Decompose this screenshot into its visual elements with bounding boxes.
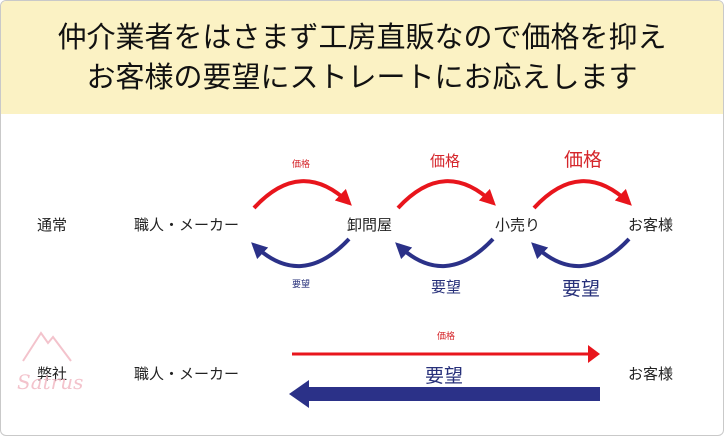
price-arrow-3 (532, 179, 632, 210)
direct-price-label: 価格 (437, 330, 455, 342)
price-label-1: 価格 (292, 158, 310, 170)
row-label-normal: 通常 (37, 216, 68, 234)
logo-mountain-icon (22, 331, 72, 362)
row-label-ours: 弊社 (37, 365, 68, 383)
price-label-2: 価格 (430, 152, 460, 170)
direct-request-arrow (307, 387, 600, 401)
direct-request-label: 要望 (425, 365, 463, 387)
request-arrow-3 (531, 237, 631, 268)
node-wholesaler: 卸問屋 (347, 216, 393, 234)
direct-price-arrowhead (588, 345, 600, 363)
node-customer-direct: お客様 (628, 365, 674, 383)
headline-line-2: お客様の要望にストレートにお応えします (86, 60, 638, 94)
node-maker-direct: 職人・メーカー (134, 365, 240, 383)
price-arrow-1 (252, 179, 352, 210)
request-label-1: 要望 (292, 278, 310, 290)
request-label-3: 要望 (562, 278, 600, 300)
node-customer: お客様 (628, 216, 674, 234)
header-banner: 仲介業者をはさまず工房直販なので価格を抑え お客様の要望にストレートにお応えしま… (1, 1, 723, 114)
headline-line-1: 仲介業者をはさまず工房直販なので価格を抑え (57, 20, 667, 54)
node-maker: 職人・メーカー (134, 216, 240, 234)
logo-text: Satrus (17, 370, 83, 394)
price-label-3: 価格 (564, 149, 602, 171)
satrus-logo: Satrus (17, 331, 83, 394)
direct-request-arrowhead (289, 380, 309, 408)
request-label-2: 要望 (431, 278, 461, 296)
request-arrow-1 (251, 237, 351, 268)
node-retailer: 小売り (495, 216, 541, 234)
price-arrow-2 (396, 179, 496, 210)
request-arrow-2 (395, 237, 495, 268)
